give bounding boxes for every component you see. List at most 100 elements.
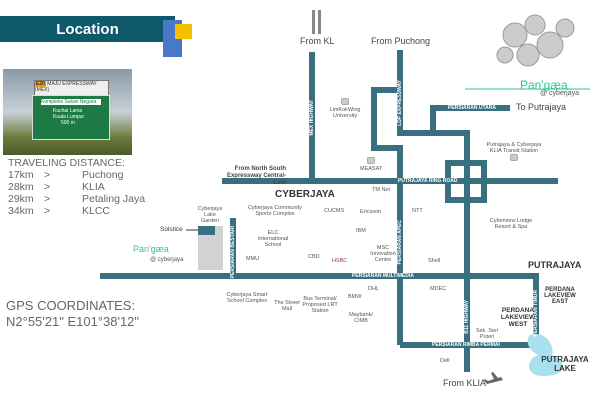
landmark-label: Cyberjaya Community Sports Complex — [247, 205, 303, 217]
landmark: Maybank/ CIMB — [348, 312, 374, 324]
solstice-label: Solstice — [160, 226, 183, 233]
sign-line: 500 m — [61, 120, 75, 126]
from-kl: From KL — [300, 36, 335, 46]
landmark-label: BMW — [348, 294, 362, 300]
brand-sub-map: @ cyberjaya — [150, 257, 184, 263]
brand-name: Pan'gæa — [520, 78, 568, 92]
persiaran-utara — [430, 105, 510, 133]
landmark-label: Ericsson — [360, 209, 382, 215]
putrajaya-lake — [527, 334, 563, 377]
landmark-label: Shell — [428, 258, 441, 264]
area-plw: PERDANA LAKEVIEW WEST — [500, 307, 536, 328]
area-lake: PUTRAJAYA LAKE — [541, 355, 589, 373]
road-label: PUTRAJAYA RING ROAD — [398, 178, 458, 184]
from-klia: From KLIA — [443, 378, 487, 388]
gps-value: N2°55'21" E101°38'12" — [6, 314, 140, 329]
area-ple: PERDANA LAKEVIEW EAST — [544, 287, 576, 305]
road-label: LDP EXPRESSWAY — [397, 80, 403, 126]
landmark: Cyberjaya Smart School Complex — [222, 292, 272, 304]
landmark: The Street Mall — [272, 300, 302, 312]
landmark: IBM — [356, 228, 366, 234]
road-label: PERSIARAN TIMUR — [533, 290, 539, 337]
landmark: ELC International School — [256, 230, 290, 248]
traveling-distance: TRAVELING DISTANCE: 17km>Puchong 28km>KL… — [8, 157, 145, 217]
landmark-label: Maybank/ CIMB — [349, 312, 373, 324]
arrow: > — [44, 181, 51, 193]
place: Puchong — [82, 169, 124, 181]
landmark: MSC Innovation Centre — [368, 245, 398, 263]
roads — [100, 50, 558, 372]
distance-row: 34km > KLCC — [8, 205, 145, 217]
landmark-icon — [510, 154, 518, 161]
gps-heading: GPS COORDINATES: — [6, 298, 136, 313]
distance-row: 28km > KLIA — [8, 181, 145, 193]
persiaran-multimedia — [100, 273, 539, 348]
distance-row: 17km>Puchong — [8, 169, 145, 181]
landmark-label: Cyberview Lodge Resort & Spa — [489, 218, 533, 230]
landmark-label: LimKokWing University — [329, 107, 361, 119]
landmark-label: MSC Innovation Centre — [370, 245, 396, 263]
landmark-label: IBM — [356, 228, 366, 234]
to-putrajaya: To Putrajaya — [516, 102, 567, 112]
landmark-label: HSBC — [332, 258, 348, 264]
landmark-label: TM Net — [372, 187, 391, 193]
page-title: Location — [56, 20, 119, 38]
road-label: PERSIARAN RIMBA PERMAI — [432, 342, 500, 348]
landmark: Sek. Seri Puteri — [472, 328, 502, 340]
place: KLIA — [82, 181, 105, 193]
landmark: MMU — [246, 256, 259, 262]
twin-towers-icon — [312, 10, 321, 34]
landmark: Dell — [440, 358, 449, 364]
ldp-expressway — [397, 50, 470, 372]
road-label: B11 HIGHWAY — [464, 300, 470, 334]
area-putrajaya: PUTRAJAYA — [528, 260, 582, 270]
km: 34km — [8, 205, 34, 217]
landmark: CBD — [308, 254, 320, 260]
decor-square-yellow — [175, 24, 192, 39]
landmark-icon — [367, 157, 376, 164]
landmark-label: Cyberjaya Lake Garden — [197, 206, 223, 224]
landmark: LimKokWing University — [327, 98, 363, 119]
ldp-loop — [371, 87, 403, 345]
arrow: > — [44, 205, 51, 217]
road-label: PERSIARAN MULTIMEDIA — [352, 273, 414, 279]
landmark-label: The Street Mall — [274, 300, 300, 312]
landmark: Cyberview Lodge Resort & Spa — [486, 218, 536, 230]
arrow: > — [44, 193, 51, 205]
landmark: CUCMS — [324, 208, 344, 214]
landmark: MDEC — [430, 286, 446, 292]
place: Petaling Jaya — [82, 193, 146, 205]
from-puchong: From Puchong — [371, 36, 431, 46]
sign-line: Kuala Lumpur — [53, 114, 85, 120]
solstice-building — [198, 226, 215, 235]
landmark-label: Dell — [440, 358, 450, 364]
landmark-label: Putrajaya & Cyberjaya KLIA Transit Stati… — [486, 142, 542, 154]
landmark: NTT — [412, 208, 423, 214]
distance-row: 29km>Petaling Jaya — [8, 193, 145, 205]
gps-coordinates: GPS COORDINATES: N2°55'21" E101°38'12" — [6, 298, 139, 330]
landmark-icon — [341, 98, 349, 105]
landmark: Putrajaya & Cyberjaya KLIA Transit Stati… — [484, 142, 544, 163]
landmark: Cyberjaya Lake Garden — [195, 206, 225, 224]
brand-sub: @ cyberjaya — [540, 90, 580, 97]
sign-green: Kompleks Sukan Negara Kuchai Lama Kuala … — [32, 95, 110, 140]
sign-line: Kompleks Sukan Negara — [41, 99, 101, 105]
landmark-label: NTT — [412, 208, 423, 214]
landmark: HSBC — [332, 258, 347, 264]
pangaea-logo-cubes — [496, 14, 575, 67]
landmark-label: ELC International School — [257, 230, 289, 248]
landmark: TM Net — [372, 187, 390, 193]
landmark: Bus Terminal/ Proposed LRT Station — [302, 296, 338, 314]
landmark-label: MEASAT — [360, 166, 383, 172]
landmark: Ericsson — [360, 209, 381, 215]
landmark-label: Bus Terminal/ Proposed LRT Station — [302, 296, 338, 314]
road-label: MEX HIGHWAY — [309, 100, 315, 136]
route-code: E20 — [35, 81, 46, 87]
area-cyberjaya: CYBERJAYA — [275, 189, 335, 200]
landmark-label: Sek. Seri Puteri — [475, 328, 499, 340]
km: 28km — [8, 181, 34, 193]
brand-name-map: Pan'gæa — [133, 244, 169, 254]
place: KLCC — [82, 205, 111, 217]
landmark-label: CBD — [308, 254, 320, 260]
